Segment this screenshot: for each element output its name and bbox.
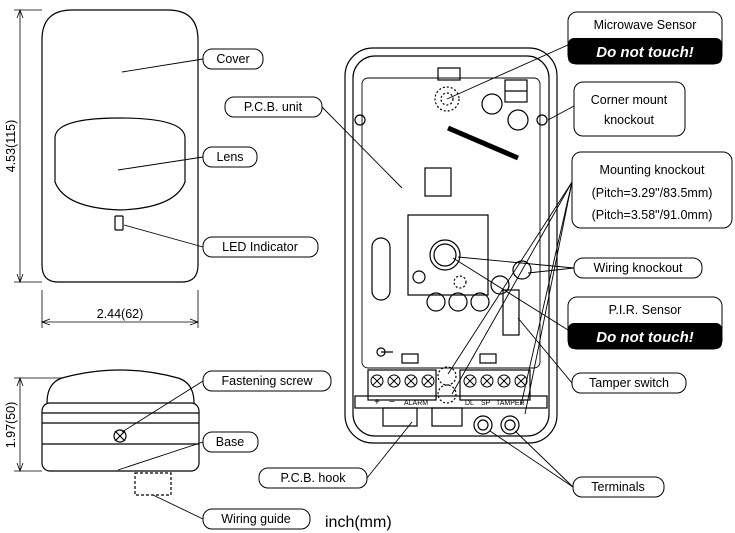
pcb-hook-label-box (258, 467, 368, 489)
upper-circle-1 (481, 93, 503, 115)
pcb-board-outline (361, 77, 541, 369)
base-outer-outline (344, 47, 558, 444)
fastening-screw-label-box (202, 370, 332, 392)
base-view (344, 47, 558, 444)
terminal-knockout-1 (473, 415, 493, 435)
pir-warning-banner (568, 323, 722, 349)
side-base-body (41, 402, 200, 472)
mounting-knockout-label-line1: Mounting knockout (600, 163, 705, 177)
microwave-do-not-touch: Do not touch! (596, 44, 693, 61)
side-dimensions (14, 376, 62, 473)
side-view (41, 369, 200, 496)
terminal-block-right (459, 369, 531, 401)
side-height-dimension: 1.97(50) (4, 402, 18, 449)
corner-mount-label-line2: knockout (604, 113, 655, 127)
terminal-label-alarm: ALARM (404, 400, 428, 407)
pcb-unit-label: P.C.B. unit (244, 100, 303, 114)
base-label-box (202, 431, 259, 453)
microwave-antenna (447, 125, 519, 161)
cover-label-box (202, 48, 264, 70)
terminal-label-sp: SP (481, 400, 491, 407)
terminal-knockout-2 (500, 415, 520, 435)
wiring-slot (371, 237, 391, 301)
front-view (41, 9, 199, 283)
wiring-guide-outline (134, 472, 172, 496)
pcb-unit-label-box (224, 96, 323, 118)
mounting-knockout-label-line2: (Pitch=3.29"/83.5mm) (592, 186, 713, 200)
lens-label-box (202, 146, 258, 168)
front-dimensions (14, 8, 200, 328)
wiring-knockout-circle (512, 260, 532, 280)
corner-knockout-right (536, 114, 548, 126)
base-label: Base (216, 435, 245, 449)
pir-do-not-touch: Do not touch! (596, 329, 693, 346)
upper-circle-2 (507, 109, 529, 131)
cover-label: Cover (216, 52, 249, 66)
terminal-label-dl: DL (465, 400, 474, 407)
front-width-dimension: 2.44(62) (97, 307, 144, 321)
tamper-switch-component (502, 289, 520, 336)
terminal-block-left (367, 369, 437, 401)
tamper-switch-label: Tamper switch (589, 376, 669, 390)
base-inner-outline (352, 55, 550, 437)
tamper-switch-label-box (571, 372, 687, 394)
lens-label: Lens (216, 150, 243, 164)
terminals-label-box (572, 476, 665, 498)
terminal-label-minus: − (389, 397, 395, 408)
led-indicator-label-box (202, 236, 319, 258)
sensor-plate (407, 214, 489, 296)
led-indicator-window (114, 215, 124, 231)
corner-mount-label-box (573, 81, 686, 137)
side-dome-outline (46, 369, 195, 404)
wiring-knockout-label: Wiring knockout (594, 261, 683, 275)
microwave-sensor-label: Microwave Sensor (594, 18, 697, 32)
pcb-hook-label: P.C.B. hook (280, 471, 346, 485)
wiring-guide-label: Wiring guide (221, 512, 291, 526)
terminals-label: Terminals (591, 480, 645, 494)
square-component (424, 167, 452, 197)
pir-sensor-outer (429, 239, 461, 271)
front-lens-outline (54, 117, 186, 211)
corner-mount-label-line1: Corner mount (591, 93, 668, 107)
front-height-dimension: 4.53(115) (4, 120, 18, 173)
led-indicator-label: LED Indicator (222, 240, 298, 254)
microwave-warning-banner (568, 38, 722, 64)
terminal-label-tamper: TAMPER (496, 400, 525, 407)
unit-label: inch(mm) (325, 514, 392, 531)
top-notch (437, 67, 461, 81)
fastening-screw-label: Fastening screw (221, 374, 313, 388)
corner-knockout-left (354, 114, 366, 126)
pir-sensor-label: P.I.R. Sensor (609, 303, 682, 317)
mounting-knockout-label-line3: (Pitch=3.58"/91.0mm) (592, 208, 713, 222)
front-cover-outline (41, 9, 199, 283)
microwave-sensor-dashed (434, 86, 460, 112)
wiring-guide-label-box (202, 508, 311, 530)
terminal-label-plus: + (374, 397, 380, 408)
fastening-screw-head (113, 429, 127, 443)
pcb-hook-tab (382, 407, 418, 427)
terminal-screws (370, 374, 528, 388)
mounting-knockout-label-box (571, 151, 733, 229)
wiring-knockout-label-box (573, 257, 703, 279)
leader-lines (117, 35, 589, 520)
